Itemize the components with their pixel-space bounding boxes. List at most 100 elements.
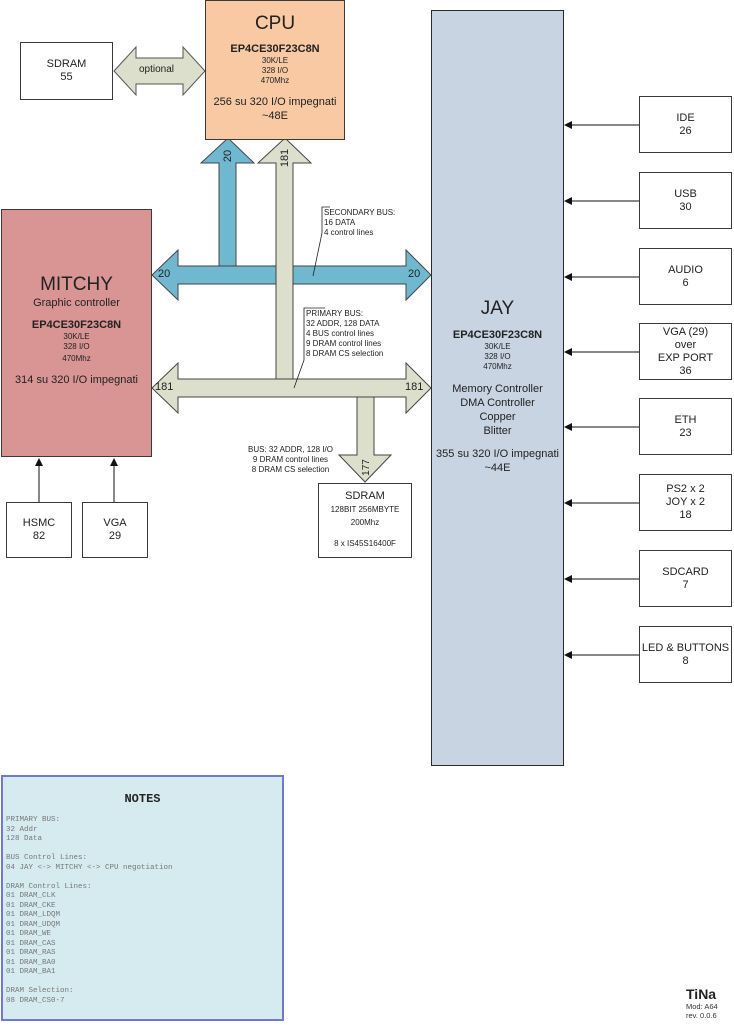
jay-usage: 355 su 320 I/O impegnati bbox=[436, 448, 559, 460]
sdram-bus-arrow bbox=[337, 396, 393, 483]
secondary-bus-cpu-arrow bbox=[199, 137, 256, 267]
secondary-bus-callout bbox=[312, 206, 330, 277]
title-block: TiNa Mod: A64 rev. 0.0.6 bbox=[686, 986, 718, 1020]
vga-box: VGA 29 bbox=[82, 502, 148, 558]
jay-peripheral-line: 18 bbox=[679, 509, 692, 521]
secondary-bus-label-data: 16 DATA bbox=[324, 218, 356, 227]
primary-bus-callout bbox=[293, 307, 325, 389]
sdram-bus-label: BUS: 32 ADDR, 128 I/O 9 DRAM control lin… bbox=[248, 445, 333, 475]
jay-peripheral-line: over bbox=[674, 338, 697, 351]
jay-title: JAY bbox=[480, 298, 515, 319]
cpu-title: CPU bbox=[254, 13, 296, 34]
mitchy-spec-le: 30K/LE bbox=[63, 332, 90, 341]
jay-box: JAY EP4CE30F23C8N 30K/LE 328 I/O 470Mhz … bbox=[431, 10, 564, 766]
jay-spec-freq: 470Mhz bbox=[483, 362, 512, 371]
jay-part: EP4CE30F23C8N bbox=[452, 329, 543, 341]
secondary-bus-width-jay: 20 bbox=[408, 268, 421, 280]
jay-peripheral-line: USB bbox=[674, 187, 697, 200]
jay-spec-io: 328 I/O bbox=[484, 352, 511, 361]
primary-bus-label: PRIMARY BUS: 32 ADDR, 128 DATA 4 BUS con… bbox=[306, 309, 383, 359]
jay-peripheral-line: 6 bbox=[682, 276, 689, 289]
hsmc-pins: 82 bbox=[32, 530, 46, 542]
primary-bus-label-cs: 8 DRAM CS selection bbox=[306, 349, 384, 358]
cpu-spec-le: 30K/LE bbox=[261, 56, 289, 65]
jay-peripheral-line: 8 bbox=[682, 654, 689, 667]
jay-peripheral-line: 23 bbox=[679, 426, 692, 439]
secondary-bus-label-title: SECONDARY BUS: bbox=[324, 208, 396, 217]
jay-peripheral-line: ETH bbox=[674, 413, 697, 426]
jay-peripheral-line: JOY x 2 bbox=[666, 496, 705, 508]
jay-usage-extra: ~44E bbox=[484, 462, 511, 474]
cpu-spec-freq: 470Mhz bbox=[260, 76, 290, 85]
primary-bus-width-cpu: 181 bbox=[279, 148, 292, 168]
mitchy-title: MITCHY bbox=[40, 274, 113, 295]
primary-bus-label-title: PRIMARY BUS: bbox=[306, 309, 364, 318]
secondary-bus-width-cpu: 20 bbox=[222, 149, 235, 163]
jay-function-memory: Memory Controller bbox=[452, 383, 543, 395]
primary-bus-width-mitchy: 181 bbox=[155, 381, 174, 393]
sdram-bus-width: 177 bbox=[360, 459, 372, 476]
jay-peripheral-line: PS2 x 2 bbox=[666, 483, 705, 495]
model-label: Mod: A64 bbox=[686, 1002, 718, 1011]
jay-function-dma: DMA Controller bbox=[460, 397, 535, 409]
cpu-box: CPU EP4CE30F23C8N 30K/LE 328 I/O 470Mhz … bbox=[205, 0, 345, 140]
mitchy-spec-io: 328 I/O bbox=[63, 342, 90, 351]
notes-title: NOTES bbox=[124, 792, 161, 806]
vga-pins: 29 bbox=[108, 530, 122, 542]
sdram-main-speed: 200Mhz bbox=[350, 518, 380, 527]
sdram-main-name: SDRAM bbox=[345, 490, 385, 502]
hsmc-box: HSMC 82 bbox=[6, 502, 72, 558]
optional-label: optional bbox=[139, 64, 175, 75]
notes-panel: NOTES PRIMARY BUS: 32 Addr 128 Data BUS … bbox=[1, 775, 284, 1021]
primary-bus-label-dram-control: 9 DRAM control lines bbox=[306, 339, 382, 348]
revision-label: rev. 0.0.6 bbox=[686, 1011, 717, 1020]
secondary-bus-label: SECONDARY BUS: 16 DATA 4 control lines bbox=[324, 208, 395, 238]
jay-peripheral-line: VGA (29) bbox=[662, 325, 709, 338]
mitchy-spec-freq: 470Mhz bbox=[62, 354, 91, 363]
jay-peripheral-line: 30 bbox=[679, 200, 692, 213]
jay-peripheral-line: IDE bbox=[676, 111, 695, 124]
sdram-bus-label-cs: 8 DRAM CS selection bbox=[251, 465, 330, 474]
mitchy-box: MITCHY Graphic controller EP4CE30F23C8N … bbox=[1, 209, 152, 457]
hsmc-name: HSMC bbox=[22, 517, 56, 529]
sdram-cpu-pins: 55 bbox=[60, 71, 73, 83]
sdram-main-box: SDRAM 128BIT 256MBYTE 200Mhz 8 x IS45S16… bbox=[318, 483, 412, 558]
jay-peripheral-line: SDCARD bbox=[662, 565, 709, 578]
jay-function-blitter: Blitter bbox=[483, 425, 512, 437]
cpu-spec-io: 328 I/O bbox=[261, 66, 289, 75]
mitchy-part: EP4CE30F23C8N bbox=[31, 319, 122, 331]
primary-bus-label-addr: 32 ADDR, 128 DATA bbox=[306, 319, 380, 328]
notes-body: PRIMARY BUS: 32 Addr 128 Data BUS Contro… bbox=[6, 816, 173, 1005]
mitchy-subtitle: Graphic controller bbox=[33, 297, 120, 309]
project-title: TiNa bbox=[686, 986, 717, 1002]
vga-name: VGA bbox=[103, 517, 127, 529]
jay-peripheral-line: 36 bbox=[679, 364, 692, 377]
cpu-usage-extra: ~48E bbox=[262, 110, 288, 122]
sdram-bus-label-addr: BUS: 32 ADDR, 128 I/O bbox=[248, 445, 333, 454]
primary-bus-label-bus-control: 4 BUS control lines bbox=[306, 329, 375, 338]
jay-peripheral-line: 26 bbox=[679, 124, 692, 137]
jay-peripheral-line: LED & BUTTONS bbox=[641, 641, 730, 654]
secondary-bus-label-control: 4 control lines bbox=[324, 228, 374, 237]
jay-function-copper: Copper bbox=[479, 411, 516, 423]
jay-peripheral-line: EXP PORT bbox=[657, 351, 714, 364]
cpu-usage: 256 su 320 I/O impegnati bbox=[213, 96, 337, 108]
cpu-part: EP4CE30F23C8N bbox=[230, 43, 320, 55]
sdram-bus-label-control: 9 DRAM control lines bbox=[252, 455, 329, 464]
jay-spec-le: 30K/LE bbox=[484, 342, 511, 351]
secondary-bus-width-mitchy: 20 bbox=[158, 268, 171, 280]
sdram-cpu-box: SDRAM 55 bbox=[20, 42, 113, 100]
primary-bus-cpu-arrow bbox=[256, 137, 313, 380]
sdram-main-spec: 128BIT 256MBYTE bbox=[330, 505, 400, 514]
jay-peripheral-line: 7 bbox=[682, 578, 689, 591]
sdram-main-chips: 8 x IS45S16400F bbox=[334, 539, 396, 548]
